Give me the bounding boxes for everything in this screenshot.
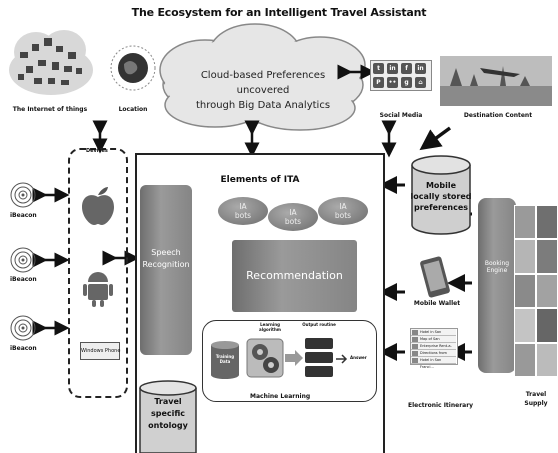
location-label: Location xyxy=(118,106,148,113)
linkedin-icon: in xyxy=(387,63,398,74)
arrow-destination xyxy=(419,126,452,151)
ibeacon-label-2: iBeacon xyxy=(10,276,37,283)
android-icon xyxy=(83,272,113,307)
ia-bot-2-line2: bots xyxy=(284,217,302,226)
itinerary-row: Directions from San... xyxy=(411,350,456,362)
mobile-line2: locally stored xyxy=(410,192,472,201)
itinerary-row: Map of San Francis... xyxy=(411,336,456,348)
iot-cloud-icon xyxy=(9,30,93,95)
mobile-wallet-icon xyxy=(420,256,450,298)
ia-bot-2-line1: IA xyxy=(289,208,297,217)
destination-photo xyxy=(440,56,552,106)
travel-photo xyxy=(536,239,558,274)
social-media-label: Social Media xyxy=(379,112,423,119)
mobile-preferences-label: Mobile locally stored preferences xyxy=(410,180,472,213)
mobile-preferences-cylinder xyxy=(411,155,471,235)
travel-supply-grid xyxy=(514,205,558,377)
ia-bot-2: IA bots xyxy=(268,203,318,231)
speech-line1: Speech xyxy=(151,248,181,257)
ia-bot-3: IA bots xyxy=(318,197,368,225)
iot-label: The Internet of things xyxy=(12,106,88,113)
cloud-shape xyxy=(159,23,366,131)
ontology-label: Travel specific ontology xyxy=(138,396,198,432)
ml-output-label: Output routine xyxy=(302,322,336,327)
travel-photo xyxy=(514,239,536,274)
ml-algorithm-label: Learning algorithm xyxy=(259,322,281,332)
ia-bot-1-line1: IA xyxy=(239,202,247,211)
ontology-line1: Travel specific xyxy=(150,397,186,418)
facebook-icon: f xyxy=(401,63,412,74)
mobile-line3: preferences xyxy=(414,203,468,212)
globe-icon xyxy=(110,45,156,91)
booking-line2: Engine xyxy=(486,267,508,274)
linkedin-icon: in xyxy=(415,63,426,74)
booking-line1: Booking xyxy=(484,260,510,267)
pinterest-icon: P xyxy=(373,77,384,88)
flickr-icon: •• xyxy=(387,77,398,88)
apple-icon xyxy=(82,187,114,225)
gears-icon xyxy=(246,338,284,378)
electronic-itinerary-label: Electronic Itinerary xyxy=(408,402,474,409)
speech-recognition-box: Speech Recognition xyxy=(140,185,192,355)
mobile-wallet-label: Mobile Wallet xyxy=(413,300,461,307)
ibeacon-label-1: iBeacon xyxy=(10,212,37,219)
itinerary-row: Enterprise Rent-a-Car xyxy=(411,343,456,355)
travel-supply-label: Travel Supply xyxy=(518,390,554,408)
ml-title: Machine Learning xyxy=(250,393,311,400)
ibeacon-icon-1 xyxy=(10,182,36,208)
ml-flow-arrow-2 xyxy=(336,354,348,364)
devices-label: Devices xyxy=(86,148,108,154)
ontology-line2: ontology xyxy=(148,421,188,430)
social-media-icons: t in f in P •• g ⌂ xyxy=(370,60,432,91)
travel-photo xyxy=(514,342,536,377)
ia-bot-3-line1: IA xyxy=(339,202,347,211)
booking-engine-box: Booking Engine xyxy=(478,198,516,373)
google-icon: g xyxy=(401,77,412,88)
travel-photo xyxy=(536,205,558,240)
mobile-line1: Mobile xyxy=(425,181,457,190)
travel-photo xyxy=(514,273,536,309)
ml-training-label: Training Data xyxy=(215,354,235,364)
electronic-itinerary-list: Hotel in San Franci... Map of San Franci… xyxy=(410,328,458,369)
cloud-text-line2: through Big Data Analytics xyxy=(195,100,331,111)
cloud-text-line1: Cloud-based Preferences uncovered xyxy=(200,70,326,96)
recommendation-engine-box: Recommendation Engine xyxy=(232,240,357,354)
server-icon xyxy=(305,338,333,377)
page-title: The Ecosystem for an Intelligent Travel … xyxy=(131,6,427,19)
ibeacon-icon-3 xyxy=(10,315,36,341)
ia-bot-1: IA bots xyxy=(218,197,268,225)
travel-photo xyxy=(536,342,558,377)
speech-line2: Recognition xyxy=(142,260,190,269)
travel-photo xyxy=(536,308,558,343)
cloud-text: Cloud-based Preferences uncovered throug… xyxy=(178,68,348,113)
ml-answer-label: Answer xyxy=(350,355,367,360)
ibeacon-icon-2 xyxy=(10,247,36,273)
travel-photo xyxy=(536,273,558,309)
windows-phone-logo: Windows Phone xyxy=(80,342,120,360)
travel-supply-line1: Travel xyxy=(525,391,547,398)
destination-content-label: Destination Content xyxy=(463,112,533,119)
itinerary-row: Hotel in San Franci... xyxy=(411,357,456,369)
ml-flow-arrow-1 xyxy=(285,350,303,366)
rss-icon: ⌂ xyxy=(415,77,426,88)
twitter-icon: t xyxy=(373,63,384,74)
ita-title: Elements of ITA xyxy=(220,175,300,185)
travel-photo xyxy=(514,205,536,240)
training-data-cylinder xyxy=(211,341,239,379)
devices-frame xyxy=(68,148,128,398)
ontology-cylinder xyxy=(139,380,197,453)
travel-supply-line2: Supply xyxy=(524,400,548,407)
ia-bot-1-line2: bots xyxy=(234,211,252,220)
machine-learning-panel xyxy=(202,320,377,402)
travel-photo xyxy=(514,308,536,343)
ibeacon-label-3: iBeacon xyxy=(10,345,37,352)
itinerary-row: Hotel in San Franci... xyxy=(411,329,456,341)
ia-bot-3-line2: bots xyxy=(334,211,352,220)
